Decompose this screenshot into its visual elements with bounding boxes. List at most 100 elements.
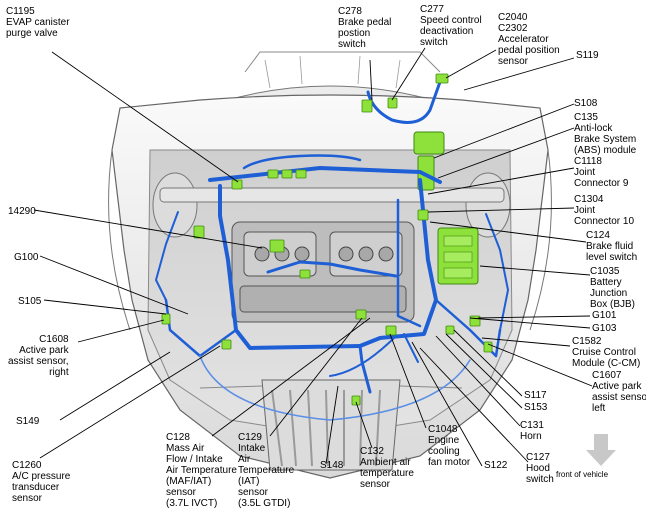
callout-line: C1304 [574, 194, 604, 205]
callout-line: Mass Air [166, 443, 205, 454]
callout-line: Cruise Control [572, 347, 636, 358]
callout-line: Air Temperature [166, 465, 237, 476]
callout-line: transducer [12, 482, 60, 493]
callout-line: G103 [592, 323, 617, 334]
callout-line: Speed control [420, 15, 482, 26]
callout-line: Engine [428, 435, 460, 446]
callout-s117: S117 [524, 390, 547, 401]
callout-line: Intake [238, 443, 266, 454]
callout-line: sensor [12, 493, 43, 504]
callout-line: Accelerator [498, 34, 549, 45]
callout-g101: G101 [592, 310, 616, 321]
callout-s108: S108 [574, 98, 597, 109]
callout-line: Anti-lock [574, 123, 613, 134]
callout-line: switch [526, 474, 554, 485]
callout-line: A/C pressure [12, 471, 71, 482]
callout-line: C132 [360, 446, 384, 457]
callout-line: Module (C-CM) [572, 358, 641, 369]
callout-line: C2302 [498, 23, 528, 34]
callout-line: C135 [574, 112, 598, 123]
callout-line: switch [420, 37, 448, 48]
callout-g103: G103 [592, 323, 616, 334]
callout-line: (IAT) [238, 476, 260, 487]
callout-line: Connector 9 [574, 178, 629, 189]
callout-s119: S119 [576, 50, 599, 61]
callout-line: (ABS) module [574, 145, 637, 156]
front-of-vehicle-label: front of vehicle [556, 470, 609, 479]
front-arrow-icon [586, 434, 616, 466]
callout-line: sensor [360, 479, 391, 490]
radiator-support-bar [159, 187, 505, 203]
callout-line: C1582 [572, 336, 602, 347]
callout-line: C2040 [498, 12, 528, 23]
callout-line: C1035 [590, 266, 620, 277]
callout-line: S122 [484, 460, 508, 471]
callout-line: Flow / Intake [166, 454, 223, 465]
callout-line: (3.5L GTDI) [238, 498, 291, 509]
callout-line: G100 [14, 252, 39, 263]
callout-line: C1607 [592, 370, 622, 381]
callout-line: C127 [526, 452, 550, 463]
callout-line: (MAF/IAT) [166, 476, 212, 487]
callout-line: C129 [238, 432, 262, 443]
callout-line: S153 [524, 402, 548, 413]
callout-line: C1195 [6, 6, 35, 17]
callout-line: C1048 [428, 424, 458, 435]
callout-line: S148 [320, 460, 344, 471]
callout-line: C131 [520, 420, 544, 431]
callout-line: S108 [574, 98, 598, 109]
callout-line: right [49, 367, 69, 378]
callout-line: C128 [166, 432, 190, 443]
callout-line: Battery [590, 277, 622, 288]
callout-s149: S149 [16, 416, 39, 427]
callout-line: 14290 [8, 206, 36, 217]
callout-line: Active park [19, 345, 69, 356]
callout-line: Horn [520, 431, 542, 442]
callout-line: Junction [590, 288, 628, 299]
callout-line: sensor [498, 56, 529, 67]
callout-line: sensor [166, 487, 197, 498]
callout-line: C1118 [574, 156, 602, 167]
callout-line: Brake System [574, 134, 637, 145]
engine-block [231, 221, 415, 323]
callout-s153: S153 [524, 402, 547, 413]
callout-line: C1260 [12, 460, 42, 471]
leader-lines [33, 47, 593, 467]
callout-s122: S122 [484, 460, 507, 471]
callout-line: C1608 [39, 334, 69, 345]
callout-line: temperature [360, 468, 414, 479]
callout-line: G101 [592, 310, 617, 321]
callout-line: postion [338, 28, 371, 39]
callout-line: Hood [526, 463, 550, 474]
callout-line: Brake pedal [338, 17, 392, 28]
callout-s148: S148 [320, 460, 343, 471]
callout-line: C124 [586, 230, 610, 241]
callout-line: Joint [574, 205, 596, 216]
callout-line: C277 [420, 4, 444, 15]
callout-line: Box (BJB) [590, 299, 636, 310]
callout-line: C278 [338, 6, 362, 17]
callout-line: Temperature [238, 465, 295, 476]
callout-line: switch [338, 39, 366, 50]
callout-line: purge valve [6, 28, 58, 39]
callout-line: S105 [18, 296, 42, 307]
callout-line: EVAP canister [6, 17, 70, 28]
callout-line: assist sensor, [592, 392, 646, 403]
callout-line: assist sensor, [8, 356, 69, 367]
callout-line: fan motor [428, 457, 471, 468]
